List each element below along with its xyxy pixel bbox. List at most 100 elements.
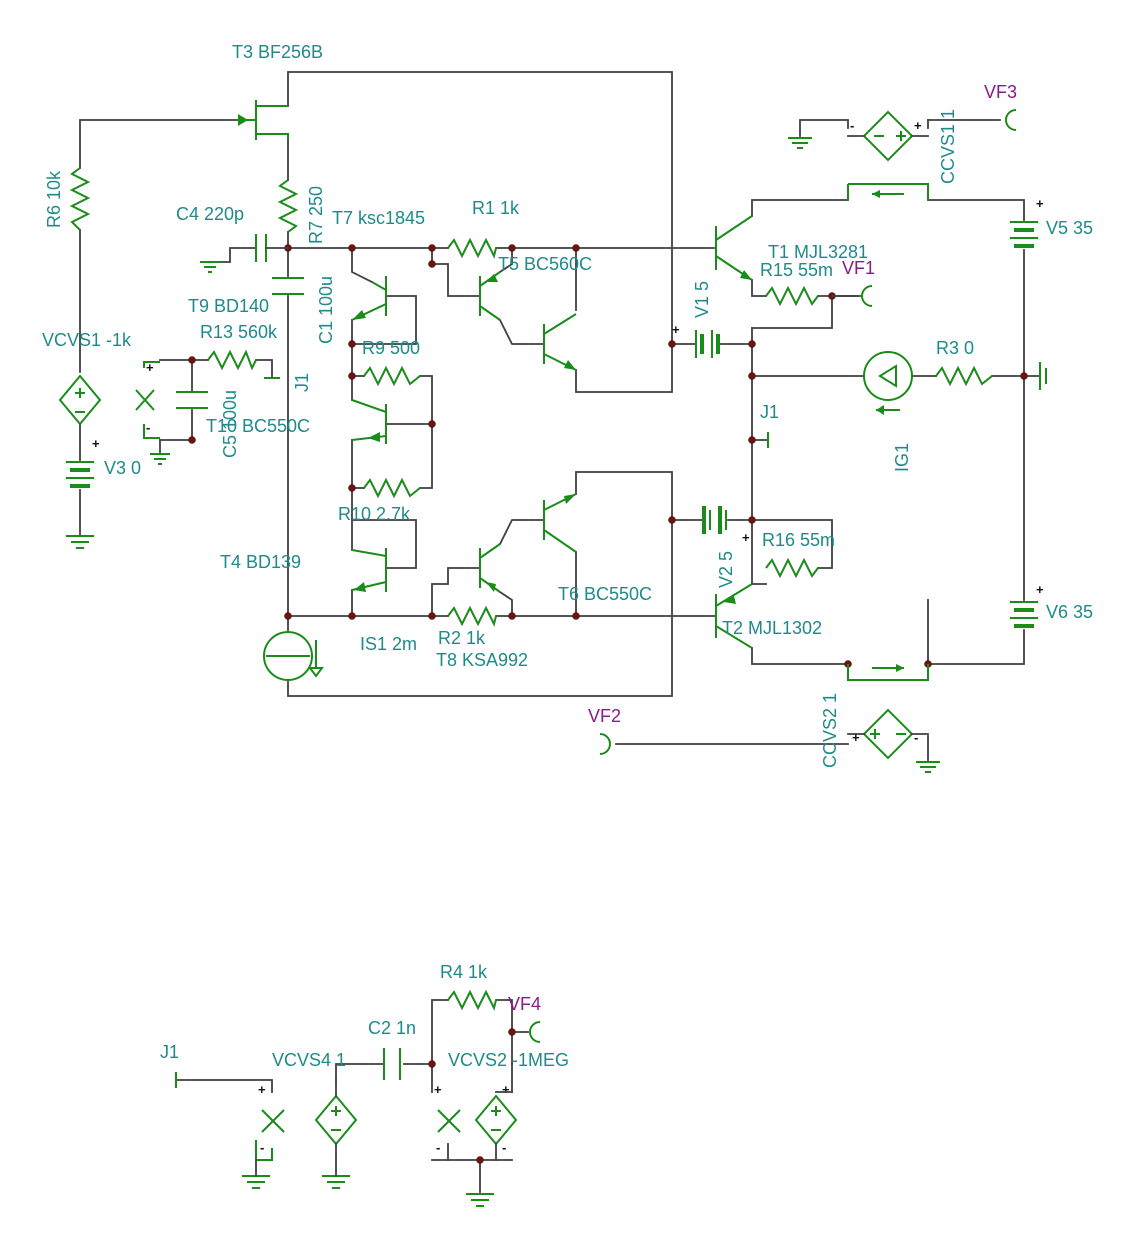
label-vf1: VF1 xyxy=(842,258,875,278)
label-r1: R1 1k xyxy=(472,198,520,218)
resistor-r9 xyxy=(363,365,421,387)
label-c1: C1 100u xyxy=(316,276,336,344)
svg-text:+: + xyxy=(92,436,100,451)
battery-v1: + xyxy=(672,322,720,358)
label-c4: C4 220p xyxy=(176,204,244,224)
ccvs2-source: + - xyxy=(847,708,929,760)
label-t3: T3 BF256B xyxy=(232,42,323,62)
resistor-r10 xyxy=(363,477,421,499)
transistor-t1 xyxy=(715,215,753,281)
resistor-r1 xyxy=(447,237,497,259)
wires xyxy=(79,71,1041,1193)
capacitor-c4 xyxy=(200,234,289,273)
transistor-t7 xyxy=(351,276,387,321)
capacitor-c2 xyxy=(383,1048,401,1080)
label-vf2: VF2 xyxy=(588,706,621,726)
svg-text:-: - xyxy=(914,730,918,745)
svg-text:+: + xyxy=(146,360,154,375)
label-t8: T8 KSA992 xyxy=(436,650,528,670)
svg-text:+: + xyxy=(434,1082,442,1097)
resistor-r16 xyxy=(765,557,819,579)
jumper-j1 xyxy=(175,377,769,1088)
label-j1b: J1 xyxy=(760,402,779,422)
transistor-t5 xyxy=(479,271,501,321)
ccvs1-source: - + xyxy=(847,110,929,162)
label-r3: R3 0 xyxy=(936,338,974,358)
resistor-r2 xyxy=(447,605,497,627)
label-v1: V1 5 xyxy=(692,281,712,318)
label-t4: T4 BD139 xyxy=(220,552,301,572)
jfet-t3 xyxy=(236,100,289,140)
probe-labels: VF1 VF2 VF3 VF4 xyxy=(508,82,1017,1014)
label-vcvs1: VCVS1 -1k xyxy=(42,330,132,350)
label-v3: V3 0 xyxy=(104,458,141,478)
label-t2: T2 MJL1302 xyxy=(722,618,822,638)
label-is1: IS1 2m xyxy=(360,634,417,654)
svg-text:+: + xyxy=(852,730,860,745)
transistor-t8 xyxy=(479,543,501,593)
svg-text:+: + xyxy=(502,1082,510,1097)
transistor-t6 xyxy=(543,493,577,553)
label-j1c: J1 xyxy=(160,1042,179,1062)
label-vcvs2: VCVS2 -1MEG xyxy=(448,1050,569,1070)
label-vf4: VF4 xyxy=(508,994,541,1014)
battery-v5: + xyxy=(1010,196,1044,248)
capacitor-c5 xyxy=(176,391,208,409)
svg-text:-: - xyxy=(850,118,854,133)
label-r13: R13 560k xyxy=(200,322,278,342)
label-v2: V2 5 xyxy=(716,551,736,588)
resistor-r3 xyxy=(935,365,993,387)
label-vcvs4: VCVS4 1 xyxy=(272,1050,346,1070)
label-t6: T6 BC550C xyxy=(558,584,652,604)
transistor-t4 xyxy=(351,548,387,592)
label-t10: T10 BC550C xyxy=(206,416,310,436)
label-t9: T9 BD140 xyxy=(188,296,269,316)
label-c5: C5 100u xyxy=(220,390,240,458)
resistor-r13 xyxy=(207,349,257,371)
vcvs1-source: + - xyxy=(58,360,160,439)
component-labels: T3 BF256B R6 10k C4 220p R7 250 T7 ksc18… xyxy=(42,42,1093,1070)
label-t7: T7 ksc1845 xyxy=(332,208,425,228)
label-j1a: J1 xyxy=(292,373,312,392)
label-ccvs2: CCVS2 1 xyxy=(820,693,840,768)
label-v6: V6 35 xyxy=(1046,602,1093,622)
svg-text:-: - xyxy=(436,1140,440,1155)
label-r4: R4 1k xyxy=(440,962,488,982)
battery-v3: + xyxy=(66,436,100,488)
transistor-t10 xyxy=(543,313,577,371)
label-r2: R2 1k xyxy=(438,628,486,648)
resistor-r7 xyxy=(277,179,299,233)
svg-text:-: - xyxy=(502,1140,506,1155)
label-v5: V5 35 xyxy=(1046,218,1093,238)
resistor-r15 xyxy=(765,285,819,307)
label-t5: T5 BC560C xyxy=(498,254,592,274)
svg-text:+: + xyxy=(258,1082,266,1097)
svg-text:+: + xyxy=(914,118,922,133)
label-vf3: VF3 xyxy=(984,82,1017,102)
current-arrows xyxy=(847,183,929,681)
probe-connectors xyxy=(529,109,1017,1043)
battery-v6: + xyxy=(1010,582,1044,628)
svg-text:+: + xyxy=(672,322,680,337)
label-r6: R6 10k xyxy=(44,170,64,228)
vcvs4-source: + - xyxy=(255,1079,358,1177)
svg-text:+: + xyxy=(742,530,750,545)
label-r15: R15 55m xyxy=(760,260,833,280)
label-t1: T1 MJL3281 xyxy=(768,242,868,262)
label-ig1: IG1 xyxy=(892,443,912,472)
capacitor-c1 xyxy=(272,277,304,295)
svg-text:+: + xyxy=(1036,582,1044,597)
label-r10: R10 2.7k xyxy=(338,504,411,524)
svg-text:-: - xyxy=(260,1140,264,1155)
vcvs2-source: + - + - xyxy=(434,1082,518,1161)
label-r16: R16 55m xyxy=(762,530,835,550)
label-c2: C2 1n xyxy=(368,1018,416,1038)
current-generator-ig1 xyxy=(863,351,913,415)
battery-v2: + xyxy=(702,506,750,545)
resistor-r4 xyxy=(447,989,497,1011)
label-r7: R7 250 xyxy=(306,186,326,244)
transistor-t2 xyxy=(715,583,753,649)
resistor-r6 xyxy=(69,167,91,231)
transistor-t9 xyxy=(351,399,387,444)
label-ccvs1: CCVS1 1 xyxy=(938,109,958,184)
